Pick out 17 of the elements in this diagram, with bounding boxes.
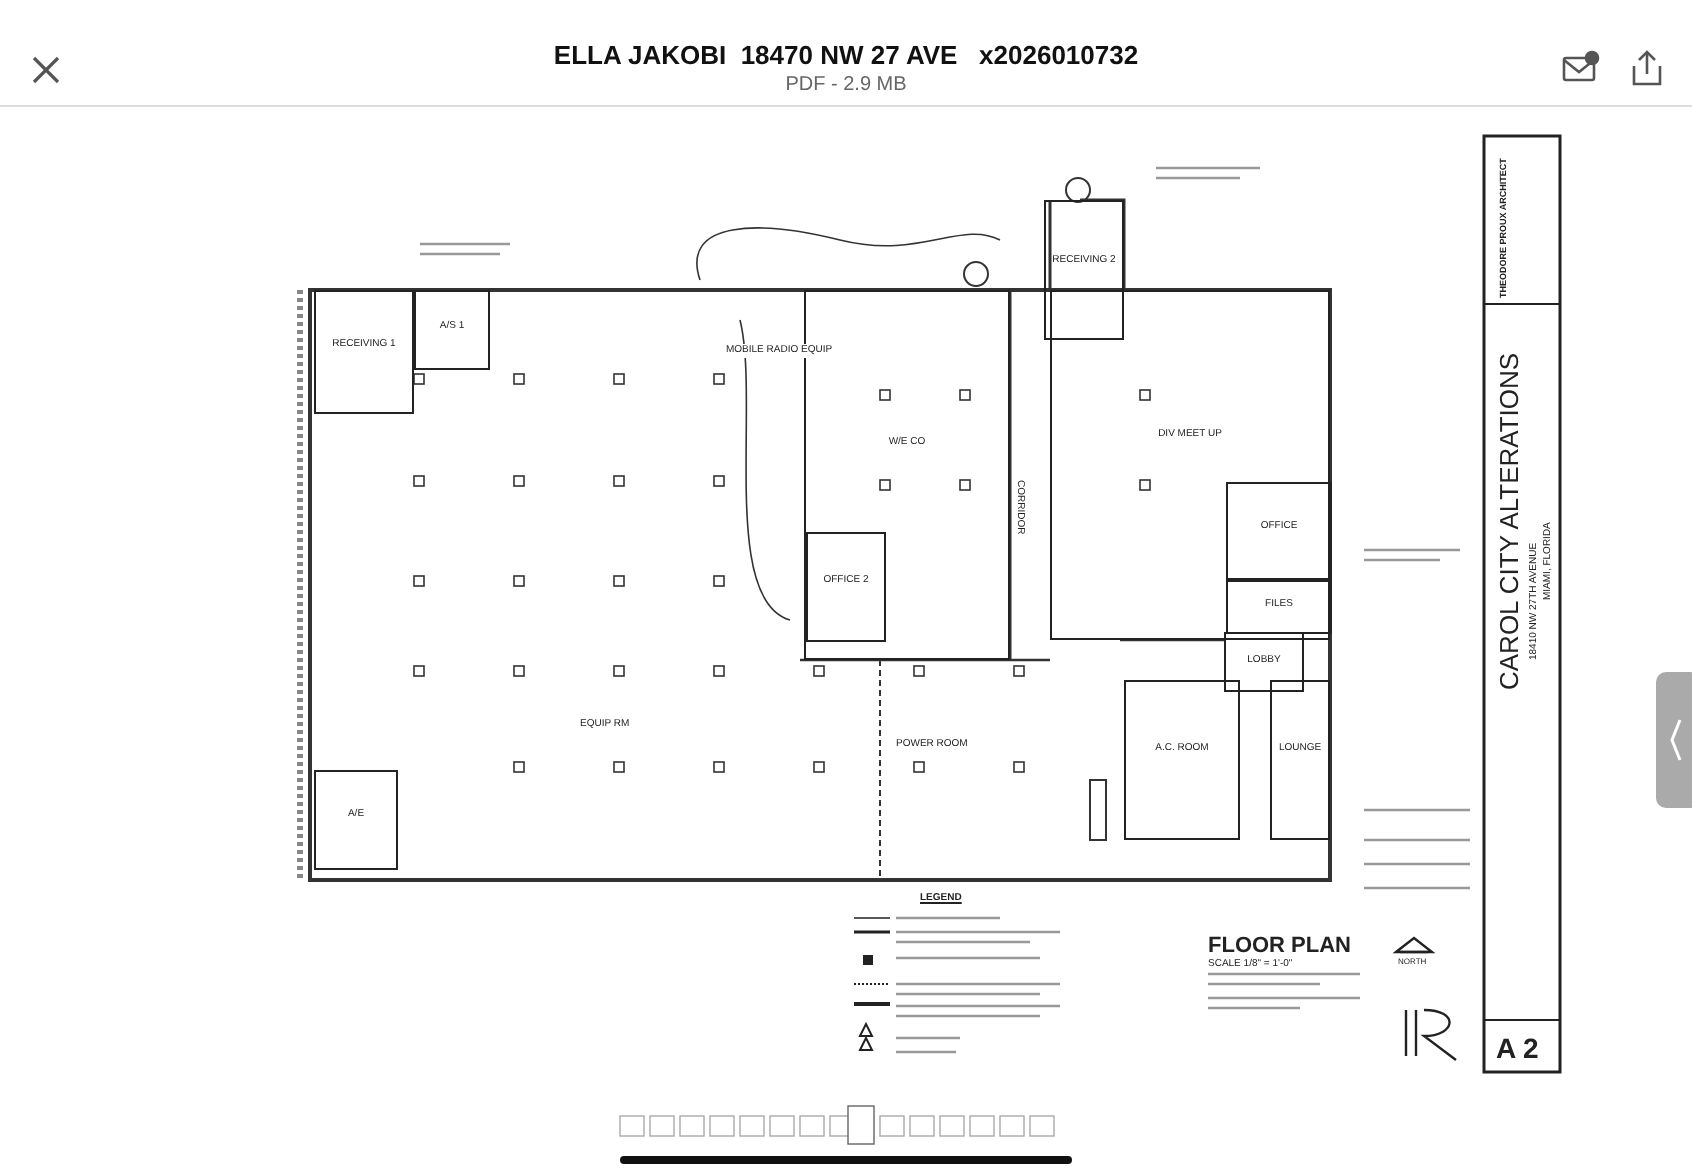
room-outline <box>1270 680 1330 840</box>
drawing-title: FLOOR PLAN <box>1208 936 1351 958</box>
project-title: CAROL CITY ALTERATIONS <box>1496 352 1522 690</box>
room-outline <box>806 532 886 642</box>
room-outline <box>414 290 490 370</box>
room-outline <box>1050 290 1330 640</box>
room-outline <box>1226 578 1332 634</box>
room-outline <box>1226 482 1332 582</box>
room-outline <box>314 770 398 870</box>
room-outline <box>804 290 1010 660</box>
sheet-number: A 2 <box>1496 1034 1539 1062</box>
room-outline <box>1044 200 1124 340</box>
document-title: ELLA JAKOBI 18470 NW 27 AVE x2026010732 <box>551 40 1141 70</box>
file-size-subtitle: PDF - 2.9 MB <box>785 76 907 96</box>
room-outline <box>1224 632 1304 692</box>
room-outline <box>1124 680 1240 840</box>
room-outline <box>314 290 414 414</box>
